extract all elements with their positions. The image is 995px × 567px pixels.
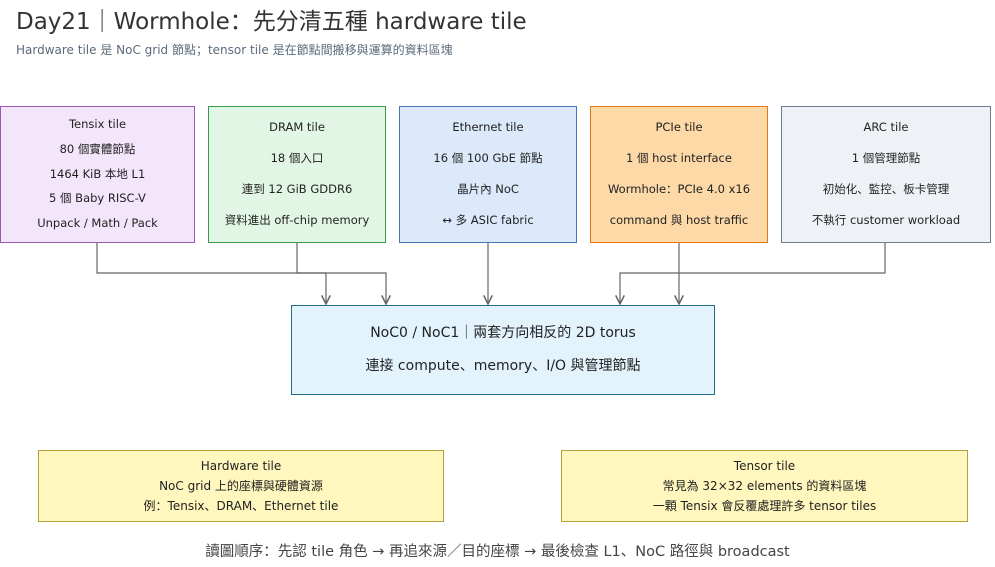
- tensix-tile-line: 1464 KiB 本地 L1: [49, 166, 146, 181]
- page-title: Day21｜Wormhole：先分清五種 hardware tile: [16, 9, 527, 35]
- noc-box: NoC0 / NoC1｜兩套方向相反的 2D torus 連接 compute、…: [291, 305, 715, 395]
- pcie-tile-title: PCIe tile: [655, 120, 703, 135]
- pcie-tile-box: PCIe tile 1 個 host interface Wormhole：PC…: [590, 106, 768, 243]
- arc-tile-line: 不執行 customer workload: [811, 212, 961, 227]
- pcie-tile-line: Wormhole：PCIe 4.0 x16: [607, 181, 751, 196]
- arc-tile-line: 初始化、監控、板卡管理: [822, 181, 950, 196]
- ethernet-tile-line: 晶片內 NoC: [457, 181, 519, 196]
- edge-arc-to-noc: [620, 243, 886, 304]
- hardware-note-title: Hardware tile: [200, 459, 282, 473]
- tensix-tile-line: Unpack / Math / Pack: [37, 215, 158, 230]
- pcie-tile-line: 1 個 host interface: [626, 151, 732, 166]
- tensor-note-line: 常見為 32×32 elements 的資料區塊: [662, 479, 867, 493]
- dram-tile-line: 18 個入口: [270, 151, 324, 166]
- hardware-note-line: NoC grid 上的座標與硬體資源: [159, 479, 323, 493]
- hardware-tile-note: Hardware tile NoC grid 上的座標與硬體資源 例：Tensi…: [38, 450, 444, 522]
- ethernet-tile-box: Ethernet tile 16 個 100 GbE 節點 晶片內 NoC ↔ …: [399, 106, 577, 243]
- edge-tensix-to-noc: [96, 243, 326, 304]
- noc-title: NoC0 / NoC1｜兩套方向相反的 2D torus: [370, 325, 636, 342]
- tensix-tile-line: 80 個實體節點: [59, 141, 136, 156]
- ethernet-tile-line: ↔ 多 ASIC fabric: [442, 212, 534, 227]
- tensor-note-line: 一顆 Tensix 會反覆處理許多 tensor tiles: [652, 499, 877, 513]
- hardware-note-line: 例：Tensix、DRAM、Ethernet tile: [143, 499, 339, 513]
- noc-description: 連接 compute、memory、I/O 與管理節點: [365, 357, 641, 374]
- arc-tile-box: ARC tile 1 個管理節點 初始化、監控、板卡管理 不執行 custome…: [781, 106, 991, 243]
- dram-tile-line: 連到 12 GiB GDDR6: [241, 181, 353, 196]
- tensor-note-title: Tensor tile: [733, 459, 796, 473]
- tensor-tile-note: Tensor tile 常見為 32×32 elements 的資料區塊 一顆 …: [561, 450, 968, 522]
- tensix-tile-title: Tensix tile: [68, 117, 127, 132]
- edge-dram-to-noc: [296, 243, 386, 304]
- dram-tile-title: DRAM tile: [269, 120, 325, 135]
- dram-tile-line: 資料進出 off-chip memory: [224, 212, 370, 227]
- tensix-tile-line: 5 個 Baby RISC-V: [49, 191, 146, 206]
- reading-order-caption: 讀圖順序：先認 tile 角色 → 再追來源／目的座標 → 最後檢查 L1、No…: [205, 544, 790, 560]
- arc-tile-line: 1 個管理節點: [851, 151, 921, 166]
- ethernet-tile-line: 16 個 100 GbE 節點: [433, 151, 543, 166]
- dram-tile-box: DRAM tile 18 個入口 連到 12 GiB GDDR6 資料進出 of…: [208, 106, 386, 243]
- page-subtitle: Hardware tile 是 NoC grid 節點；tensor tile …: [16, 43, 453, 57]
- tensix-tile-box: Tensix tile 80 個實體節點 1464 KiB 本地 L1 5 個 …: [0, 106, 195, 243]
- pcie-tile-line: command 與 host traffic: [609, 212, 749, 227]
- arc-tile-title: ARC tile: [863, 120, 909, 135]
- ethernet-tile-title: Ethernet tile: [452, 120, 524, 135]
